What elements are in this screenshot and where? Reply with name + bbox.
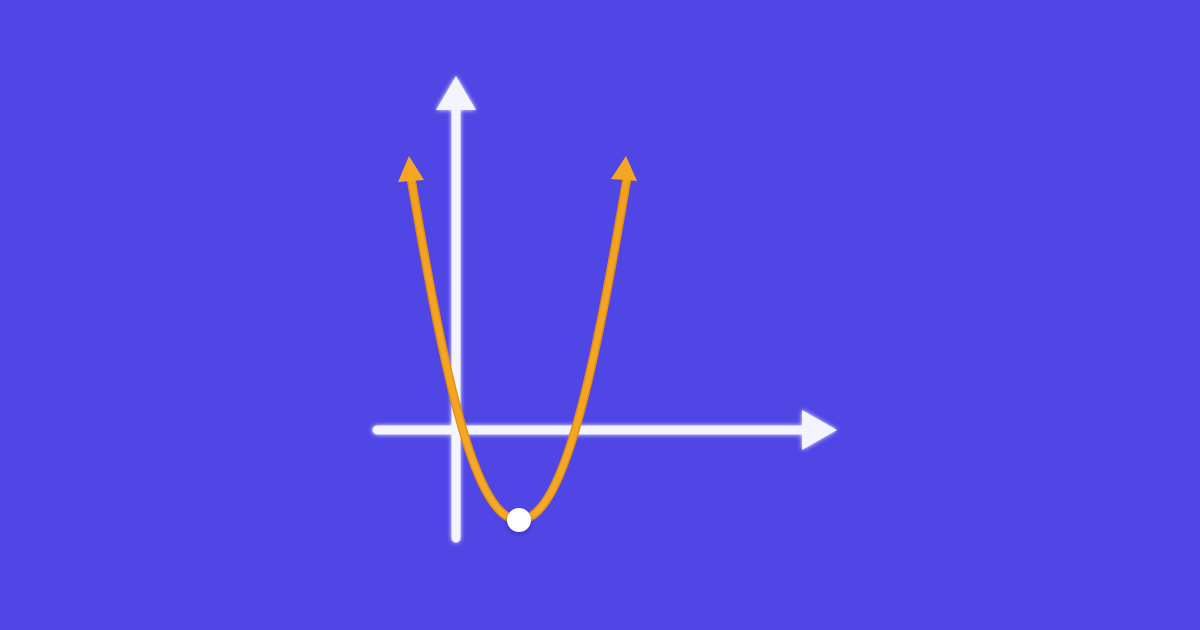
- parabola-right-arrowhead: [611, 156, 637, 181]
- x-axis: [372, 410, 837, 450]
- vertex-point: [507, 508, 531, 532]
- parabola-curve-highlight: [407, 169, 631, 524]
- parabola: [398, 156, 637, 525]
- y-axis-arrowhead: [436, 76, 476, 110]
- y-axis: [436, 76, 476, 543]
- x-axis-arrowhead: [802, 410, 837, 450]
- parabola-left-arrowhead: [398, 156, 424, 182]
